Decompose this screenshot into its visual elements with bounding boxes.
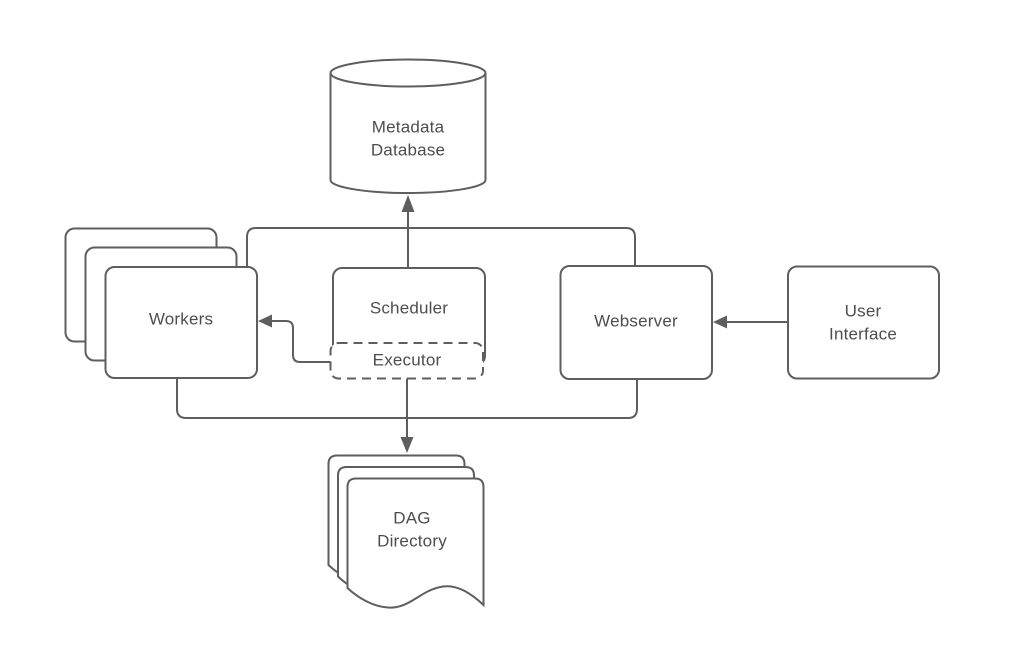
arrowhead-to-workers [258,314,272,328]
edge-top-branch [246,227,636,267]
database-cylinder-body [329,73,487,194]
dag-directory-node [346,477,485,609]
arrowhead-to-webserver [713,315,727,329]
arrowhead-to-dag-directory [400,437,414,453]
user-interface-node [787,265,940,380]
webserver-node [559,265,713,380]
workers-node [104,266,258,379]
executor-node [329,342,484,380]
edge-executor-to-workers [271,320,331,363]
database-cylinder-top [329,58,487,88]
arrowhead-to-database [401,195,415,212]
